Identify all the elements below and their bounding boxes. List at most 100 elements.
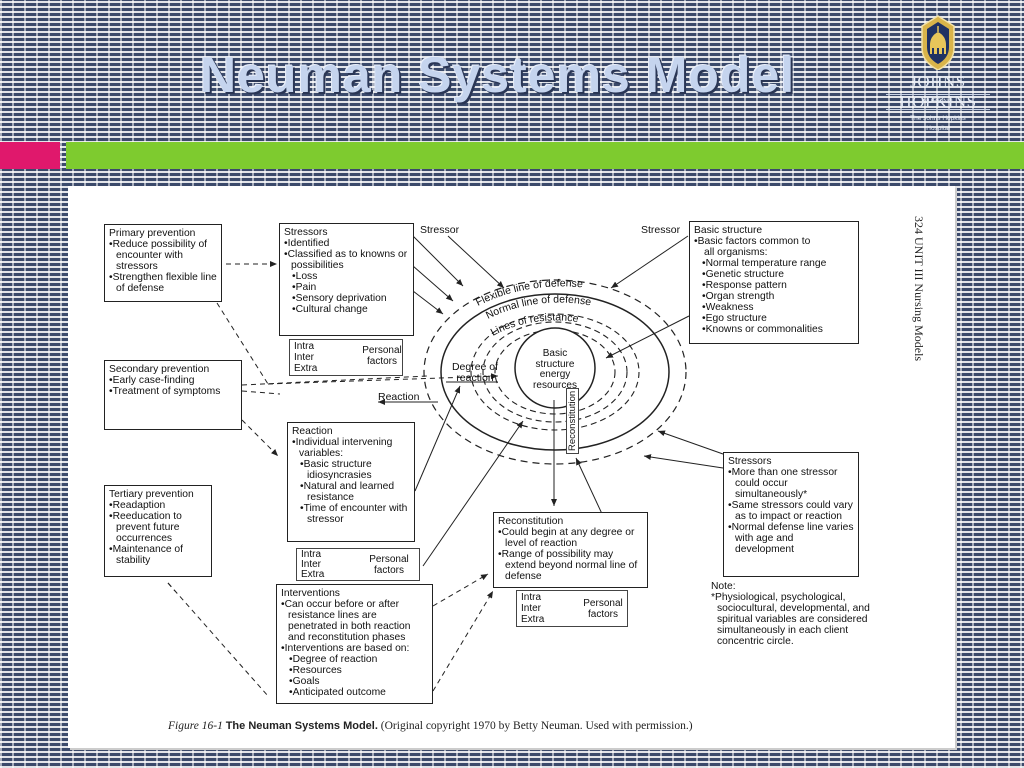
basic-structure-subitem: •Genetic structure xyxy=(702,269,785,280)
interventions-box: Interventions •Can occur before or after… xyxy=(276,584,433,704)
tertiary-item: •Readaption xyxy=(109,500,166,511)
degree-line: reaction xyxy=(456,372,494,384)
logo-line-nursing: NURSING xyxy=(923,98,953,105)
resistance-line-2 xyxy=(482,321,628,423)
basic-structure-subitem: •Knowns or commonalities xyxy=(702,324,823,335)
pf-extra: Extra xyxy=(301,569,325,580)
flexible-line-of-defense xyxy=(423,279,687,465)
core-line: structure xyxy=(535,358,575,370)
pf-inter: Inter xyxy=(294,352,315,363)
pf-extra: Extra xyxy=(294,363,318,374)
tertiary-prevention-title: Tertiary prevention xyxy=(109,489,194,500)
caption-label: Figure 16-1 xyxy=(168,720,223,732)
core-line: Basic xyxy=(542,348,568,359)
reaction-title: Reaction xyxy=(292,426,333,437)
stressors-subitem: •Cultural change xyxy=(292,304,368,315)
core-line: resources xyxy=(533,379,577,391)
pf-factors: factors xyxy=(366,356,397,367)
degree-line: Degree of xyxy=(451,361,499,373)
pf-factors: factors xyxy=(587,609,618,620)
interventions-subitem: •Degree of reaction xyxy=(289,654,378,665)
pf-personal: Personal xyxy=(362,345,402,356)
degree-of-reaction-label: Degree of reaction xyxy=(448,362,502,384)
basic-structure-text: all organisms: xyxy=(704,247,768,258)
accent-bar-green xyxy=(66,142,1024,169)
reaction-subitem: •Basic structure idiosyncrasies xyxy=(300,459,372,481)
slide-title: Neuman Systems Model xyxy=(200,47,796,103)
primary-item: •Reduce possibility of encounter with st… xyxy=(109,239,208,272)
reconstitution-box: Reconstitution •Could begin at any degre… xyxy=(493,512,648,588)
accent-bar-pink xyxy=(0,142,60,169)
stressors-item: •Identified xyxy=(284,238,330,249)
basic-structure-subitem: •Response pattern xyxy=(702,280,787,291)
figure-caption: Figure 16-1 The Neuman Systems Model. (O… xyxy=(168,720,693,732)
tertiary-item: •Maintenance of stability xyxy=(109,544,184,566)
stressor-label-left: Stressor xyxy=(420,224,460,236)
interventions-subitem: •Resources xyxy=(289,665,342,676)
pf-personal: Personal xyxy=(369,554,409,565)
pf-intra: Intra xyxy=(294,341,315,352)
pf-inter: Inter xyxy=(301,559,322,570)
personal-factors-2: Intra Inter Extra Personal factors xyxy=(296,548,420,581)
pf-personal: Personal xyxy=(583,598,623,609)
diagram-lines: Flexible line of defense Normal line of … xyxy=(167,235,724,697)
stressors-subitem: •Loss xyxy=(292,271,318,282)
interventions-subitem: •Anticipated outcome xyxy=(289,687,386,698)
interventions-item: •Can occur before or after resistance li… xyxy=(281,599,411,643)
normal-line-of-defense xyxy=(440,293,670,451)
personal-factors-3: Intra Inter Extra Personal factors xyxy=(516,590,628,627)
basic-structure-subitem: •Weakness xyxy=(702,302,754,313)
stressors-title: Stressors xyxy=(284,227,328,238)
interventions-subitem: •Goals xyxy=(289,676,320,687)
stressor-label-right: Stressor xyxy=(641,224,681,236)
interventions-title: Interventions xyxy=(281,588,340,599)
page-sidebar: 324 UNIT III Nursing Models xyxy=(896,216,936,456)
reaction-subitem: •Time of encounter with stressor xyxy=(300,503,408,525)
dome-seal-icon xyxy=(921,15,955,70)
reaction-box: Reaction •Individual intervening variabl… xyxy=(287,422,415,542)
basic-structure-subitem: •Ego structure xyxy=(702,313,767,324)
neuman-figure: Flexible line of defense Normal line of … xyxy=(68,186,955,748)
note-title: Note: xyxy=(711,581,736,592)
secondary-item: •Early case-finding xyxy=(109,375,195,386)
personal-factors-1: Intra Inter Extra Personal factors xyxy=(289,339,403,376)
core-line: energy xyxy=(539,369,571,380)
primary-item: •Strengthen flexible line of defense xyxy=(109,272,217,294)
reaction-subitem: •Natural and learned resistance xyxy=(300,481,395,503)
logo-line-hospital-1: The Johns Hopkins xyxy=(910,115,966,122)
pf-intra: Intra xyxy=(521,592,542,603)
stressors-item: •Classified as to knowns or possibilitie… xyxy=(284,249,408,271)
pf-extra: Extra xyxy=(521,614,545,625)
stressors-right-item: •Normal defense line varies with age and… xyxy=(728,522,854,555)
stressors-right-item: •Same stressors could vary as to impact … xyxy=(728,500,853,522)
pf-intra: Intra xyxy=(301,549,322,560)
stressors-subitem: •Pain xyxy=(292,282,317,293)
reaction-item: •Individual intervening variables: xyxy=(292,437,393,459)
reconstitution-item: •Could begin at any degree or level of r… xyxy=(498,527,635,549)
stressors-left-box: Stressors •Identified •Classified as to … xyxy=(279,223,414,336)
primary-prevention-box: Primary prevention •Reduce possibility o… xyxy=(104,224,222,302)
interventions-item: •Interventions are based on: xyxy=(281,643,410,654)
resistance-line-1 xyxy=(470,313,640,431)
basic-structure-subitem: •Organ strength xyxy=(702,291,775,302)
pf-inter: Inter xyxy=(521,603,542,614)
logo-line-hospital-2: Hospital xyxy=(926,125,950,132)
figure-note: Note: *Physiological, psychological, soc… xyxy=(711,581,891,647)
stressors-right-box: Stressors •More than one stressor could … xyxy=(723,452,859,577)
caption-title: The Neuman Systems Model. xyxy=(225,720,378,732)
stressors-right-item: •More than one stressor could occur simu… xyxy=(728,467,838,500)
core-label: Basic structure energy resources xyxy=(516,348,594,391)
stressors-subitem: •Sensory deprivation xyxy=(292,293,387,304)
page-header: 324 UNIT III Nursing Models xyxy=(912,216,926,362)
basic-structure-item: •Basic factors common to xyxy=(694,236,811,247)
reaction-arrow-label: Reaction xyxy=(378,391,420,403)
basic-structure-title: Basic structure xyxy=(694,225,763,236)
primary-prevention-title: Primary prevention xyxy=(109,228,196,239)
reconstitution-arrow-label: Reconstitution xyxy=(566,387,579,454)
johns-hopkins-logo: JOHNS HOPKINS NURSING The Johns Hopkins … xyxy=(876,14,1000,140)
pf-factors: factors xyxy=(373,565,404,576)
caption-text: (Original copyright 1970 by Betty Neuman… xyxy=(380,720,693,732)
stressors-right-title: Stressors xyxy=(728,456,772,467)
tertiary-prevention-box: Tertiary prevention •Readaption •Reeduca… xyxy=(104,485,212,577)
note-text: *Physiological, psychological, sociocult… xyxy=(711,592,870,647)
